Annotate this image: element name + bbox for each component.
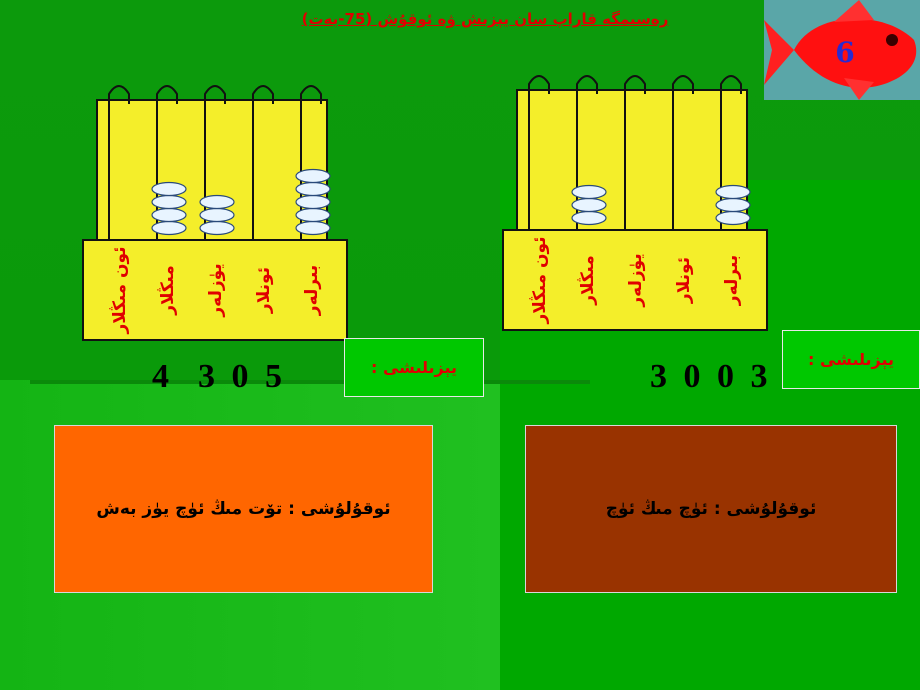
abacus-right-column-label-0: بىرلەر [722, 255, 742, 306]
reading-box-left: ئوقۇلۇشى : تۆت مىڭ ئۈچ يۈز بەش [54, 425, 433, 593]
abacus-left-bead-2-1 [199, 207, 235, 223]
abacus-right-rod-0 [720, 75, 742, 230]
abacus-left-column-label-1: ئونلار [254, 267, 274, 314]
abacus-right-bead-3-2 [571, 184, 607, 200]
abacus-left-rod-1 [252, 85, 274, 240]
abacus-right-bead-0-0 [715, 210, 751, 226]
abacus-right-frame [516, 89, 748, 231]
abacus-right-rod-4 [528, 75, 550, 230]
abacus-left-bead-0-3 [295, 181, 331, 197]
abacus-left-bead-0-4 [295, 168, 331, 184]
abacus-right-drawing: ئون مىڭلار مىڭلار يۈزلەر ئونلار بىرلەر [502, 75, 768, 331]
abacus-right-column-label-4: ئون مىڭلار [528, 236, 550, 324]
abacus-right-column-label-2: يۈزلەر [626, 253, 646, 307]
abacus-right-bead-3-0 [571, 210, 607, 226]
abacus-left-bead-3-2 [151, 194, 187, 210]
abacus-left-column-label-2: يۈزلەر [206, 263, 226, 317]
abacus-left-bead-2-0 [199, 220, 235, 236]
abacus-right-bead-3-1 [571, 197, 607, 213]
abacus-left-bead-2-2 [199, 194, 235, 210]
abacus-right-rod-3 [576, 75, 598, 230]
abacus-left-bead-0-2 [295, 194, 331, 210]
abacus-left-bead-3-0 [151, 220, 187, 236]
reading-text-right: ئوقۇلۇشى : ئۈچ مىڭ ئۈچ [605, 499, 817, 519]
abacus-right-bead-0-1 [715, 197, 751, 213]
page-title: رەسىمگە قاراپ سان يېزىش ۋە ئوقۇش (75-بەت… [301, 10, 669, 28]
page-number: 6 [835, 36, 855, 69]
number-right: 3 0 0 3 [650, 358, 772, 395]
fish-image [764, 0, 920, 100]
write-label-right: يېزىلىشى : [782, 330, 920, 389]
abacus-left-bead-3-3 [151, 181, 187, 197]
abacus-left-column-label-4: ئون مىڭلار [108, 246, 130, 334]
abacus-left-rod-3 [156, 85, 178, 240]
abacus-right-rod-1 [672, 75, 694, 230]
abacus-left: ئون مىڭلار مىڭلار يۈزلەر ئونلار بىرلەر [82, 78, 353, 347]
reading-box-right: ئوقۇلۇشى : ئۈچ مىڭ ئۈچ [525, 425, 897, 593]
abacus-left-drawing: ئون مىڭلار مىڭلار يۈزلەر ئونلار بىرلەر [82, 85, 348, 341]
abacus-left-rod-4 [108, 85, 130, 240]
reading-text-left: ئوقۇلۇشى : تۆت مىڭ ئۈچ يۈز بەش [96, 499, 391, 519]
background-mid-strip [30, 380, 590, 384]
abacus-left-bead-3-1 [151, 207, 187, 223]
abacus-left-bead-0-0 [295, 220, 331, 236]
abacus-right: ئون مىڭلار مىڭلار يۈزلەر ئونلار بىرلەر [502, 68, 773, 337]
abacus-left-column-label-0: بىرلەر [302, 265, 322, 316]
abacus-left-rod-0 [300, 85, 322, 240]
abacus-right-column-label-3: مىڭلار [576, 255, 598, 306]
abacus-right-base [502, 229, 768, 331]
abacus-left-bead-0-1 [295, 207, 331, 223]
abacus-left-base [82, 239, 348, 341]
abacus-left-column-label-3: مىڭلار [156, 265, 178, 316]
abacus-right-rod-2 [624, 75, 646, 230]
write-label-left: يېزىلىشى : [344, 338, 484, 397]
number-left: 4 3 0 5 [152, 358, 286, 395]
abacus-right-column-label-1: ئونلار [674, 257, 694, 304]
abacus-left-rod-2 [204, 85, 226, 240]
fish-icon [764, 0, 917, 100]
abacus-right-bead-0-2 [715, 184, 751, 200]
